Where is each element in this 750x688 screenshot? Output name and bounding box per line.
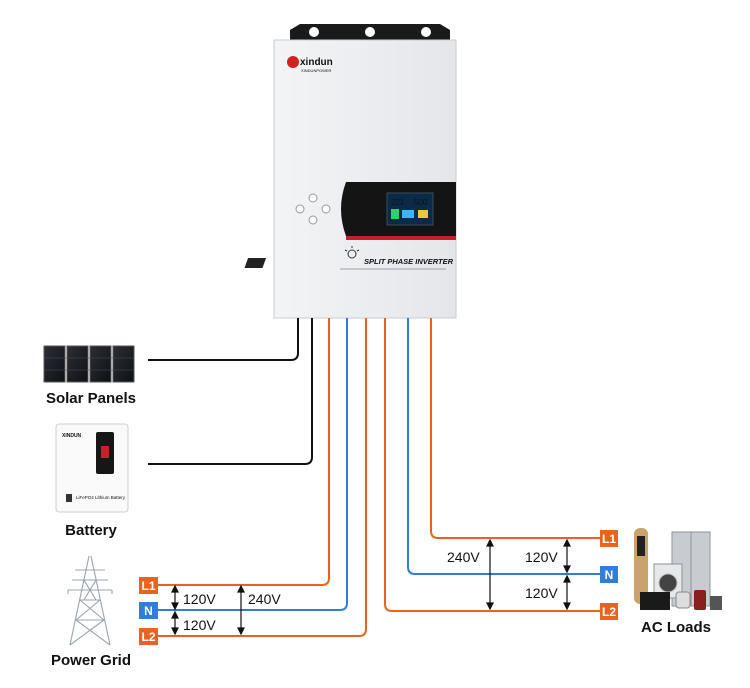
grid-voltage-l1-l2: 240V: [248, 591, 281, 607]
grid-tag-n: [139, 602, 158, 619]
load-terminals: L1 N L2: [600, 530, 618, 620]
rice-cooker-icon: [675, 591, 691, 609]
solar-panel: [66, 345, 89, 383]
load-tag-n: [600, 566, 618, 583]
inverter-brand-sub: XINDUNPOWER: [301, 68, 332, 73]
grid-l2-wire: [158, 318, 367, 637]
load-l2-wire: [384, 318, 600, 612]
load-tag-n-text: N: [605, 568, 614, 582]
ac-loads-label: AC Loads: [641, 619, 711, 636]
battery-wire: [148, 318, 313, 465]
grid-tag-l1: [139, 577, 158, 594]
grid-voltage-l1-n: 120V: [183, 591, 216, 607]
inverter: xindun XINDUNPOWER 221 500 SPLIT PHASE I…: [244, 24, 457, 319]
battery-model: LiFePO4 Lithium Battery: [76, 495, 126, 500]
button-up[interactable]: [308, 193, 318, 203]
grid-tag-l2-text: L2: [141, 630, 155, 644]
button-right[interactable]: [321, 204, 331, 214]
grid-tag-l1-text: L1: [141, 579, 155, 593]
solar-wire: [148, 318, 299, 361]
power-grid-label: Power Grid: [51, 652, 131, 669]
grid-tag-l2: [139, 628, 158, 645]
solar-panel: [43, 345, 66, 383]
solar-panels-label: Solar Panels: [46, 390, 136, 407]
load-l1-wire: [430, 318, 600, 539]
load-voltage-arrows: [486, 538, 571, 611]
grid-voltage-arrows: [171, 584, 245, 636]
load-voltage-n-l2: 120V: [525, 585, 558, 601]
inverter-buttons: [295, 193, 331, 225]
solar-panels: [43, 345, 135, 383]
microwave-icon: [640, 592, 670, 610]
power-tower-icon: [67, 555, 113, 646]
button-left[interactable]: [295, 204, 305, 214]
lcd-right-value: 500: [414, 198, 428, 207]
load-voltage-l1-l2: 240V: [447, 549, 480, 565]
load-tag-l1-text: L1: [602, 532, 616, 546]
battery-brand: XINDUN: [62, 433, 82, 439]
solar-panel: [89, 345, 112, 383]
button-down[interactable]: [308, 215, 318, 225]
appliances-icon: [634, 528, 722, 610]
inverter-body: [273, 39, 457, 319]
inverter-logo: xindun XINDUNPOWER: [287, 56, 333, 73]
inverter-brand: xindun: [300, 57, 333, 68]
grid-l1-wire: [158, 318, 330, 586]
wires: [148, 318, 600, 637]
kettle-icon: [694, 590, 706, 610]
sun-icon: [244, 246, 360, 268]
battery-label: Battery: [65, 522, 117, 539]
load-tag-l2: [600, 603, 618, 620]
load-n-wire: [407, 318, 600, 575]
grid-n-wire: [158, 318, 348, 611]
load-tag-l2-text: L2: [602, 605, 616, 619]
inverter-model-text: SPLIT PHASE INVERTER: [364, 257, 454, 266]
battery-icon: [66, 494, 72, 502]
solar-panel: [112, 345, 135, 383]
battery-unit: XINDUN LiFePO4 Lithium Battery: [55, 423, 129, 513]
grid-voltage-n-l2: 120V: [183, 617, 216, 633]
lcd-left-value: 221: [391, 198, 405, 207]
load-voltage-l1-n: 120V: [525, 549, 558, 565]
load-tag-l1: [600, 530, 618, 547]
grid-terminals: L1 N L2: [139, 577, 158, 645]
blender-icon: [710, 596, 722, 610]
grid-tag-n-text: N: [144, 604, 153, 618]
logo-icon: [287, 56, 299, 68]
